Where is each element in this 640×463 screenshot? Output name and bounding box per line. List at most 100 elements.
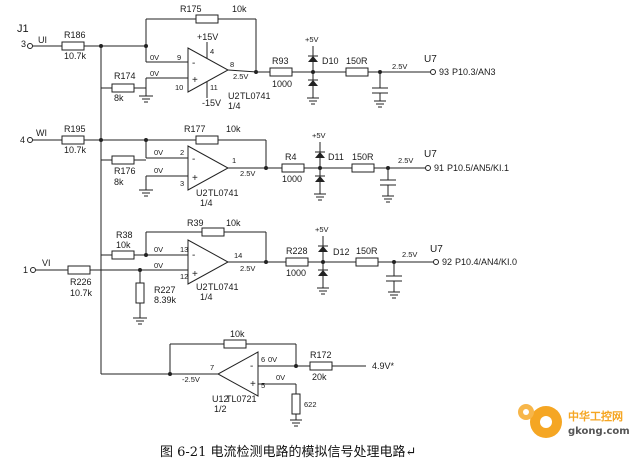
resistor-value: 150R [352,152,374,162]
resistor-label: R186 [64,30,86,40]
resistor-value: 1000 [272,79,292,89]
mcu-pin-91[interactable] [425,165,431,171]
opamp-fraction: 1/4 [200,292,213,302]
opamp-fraction: 1/4 [200,198,213,208]
watermark-url: gkong.com [568,426,630,437]
node-voltage: 2.5V [233,72,248,81]
pin-number: 8 [230,60,234,69]
resistor-r175 [195,14,219,24]
channel-w: 4 WI R195 10.7k R177 10k R176 8k 0V 0V -… [20,124,509,208]
watermark-logo: 中华工控网 gkong.com [518,404,630,438]
pin-number: 1 [232,156,236,165]
resistor-value: 20k [312,372,327,382]
pin-number: 4 [210,47,214,56]
opamp-part: TL0741 [240,91,271,101]
node-voltage: 2.5V [392,62,407,71]
diode-supply: +5V [305,35,319,44]
resistor-label: R4 [285,152,297,162]
reference-circuit: 10k -2.5V - + 7 6 5 622 0V 0V U12 TL0721… [100,46,395,427]
node-voltage: -2.5V [182,375,200,384]
resistor-value: 10.7k [64,145,87,155]
pin-number: 12 [180,272,188,281]
node-voltage: 0V [150,69,159,78]
supply-negative: -15V [202,98,221,108]
diode-supply: +5V [315,225,329,234]
node-voltage: 2.5V [402,250,417,259]
pin-number: 14 [234,251,242,260]
diode-label: D11 [328,152,344,162]
resistor-622 [291,393,301,415]
node-voltage: 0V [154,245,163,254]
resistor-value: 1000 [286,268,306,278]
resistor-r174 [111,83,135,93]
opamp-u2-c [187,239,230,285]
resistor-r227 [135,282,145,304]
resistor-label: R227 [154,285,176,295]
input-terminal-v[interactable] [30,267,36,273]
pin-number: 3 [21,39,26,49]
resistor-r186 [61,41,85,51]
svg-text:+: + [250,379,256,390]
pin-number: 7 [210,363,214,372]
mcu-pin-92[interactable] [433,259,439,265]
resistor-value: 150R [346,56,368,66]
input-terminal-i[interactable] [27,43,33,49]
resistor-value: 1000 [282,174,302,184]
resistor-label: R176 [114,166,136,176]
opamp-label: U2 [196,282,208,292]
pin-number: 4 [20,135,25,145]
svg-text:+: + [192,75,198,86]
resistor-label: R93 [272,56,289,66]
svg-text:-: - [192,154,195,165]
mcu-pin-93[interactable] [430,69,436,75]
opamp-u2-b [187,145,230,191]
resistor-value: 10k [232,4,247,14]
resistor-label: R195 [64,124,86,134]
opamp-part: TL0741 [208,282,239,292]
node-voltage: 2.5V [240,169,255,178]
opamp-fraction: 1/2 [214,404,227,414]
mcu-port: P10.4/AN4/KI.0 [455,257,517,267]
svg-text:+: + [192,269,198,280]
pin-number: 11 [210,83,218,92]
channel-i: J1 3 UI R186 10.7k R175 10k R174 8k 0V 0… [17,4,496,111]
pin-number: 13 [180,245,188,254]
node-voltage: 0V [154,261,163,270]
resistor-r172 [309,361,333,371]
opamp-u2-a [187,47,230,93]
input-terminal-w[interactable] [27,137,33,143]
resistor-value: 10.7k [70,288,93,298]
mcu-label: U7 [424,54,437,65]
pin-number: 9 [177,53,181,62]
resistor-value: 8k [114,93,124,103]
resistor-r93 [269,67,293,77]
opamp-part: TL0741 [208,188,239,198]
resistor-label: R228 [286,246,308,256]
resistor-r38 [111,250,135,260]
resistor-value: 10k [116,240,131,250]
resistor-value: 10.7k [64,51,87,61]
connector-label: J1 [17,23,29,35]
resistor-value: 10k [226,218,241,228]
signal-label: WI [36,128,47,138]
pin-number: 3 [180,179,184,188]
opamp-fraction: 1/4 [228,101,241,111]
svg-text:+: + [192,173,198,184]
node-voltage: 0V [150,53,159,62]
resistor-label: R226 [70,277,92,287]
resistor-label: R177 [184,124,206,134]
opamp-part: TL0721 [226,394,257,404]
svg-text:-: - [192,250,195,261]
opamp-label: U12 [212,394,229,404]
resistor-label: R174 [114,71,136,81]
pin-number: 2 [180,148,184,157]
resistor-ref-feedback [223,339,247,349]
resistor-label: R175 [180,4,202,14]
watermark-text: 中华工控网 [568,409,623,423]
diode-label: D12 [333,247,350,257]
mcu-pin-number: 91 [434,163,444,173]
resistor-value: 8.39k [154,295,177,305]
resistor-value: 150R [356,246,378,256]
resistor-150r [355,257,379,267]
